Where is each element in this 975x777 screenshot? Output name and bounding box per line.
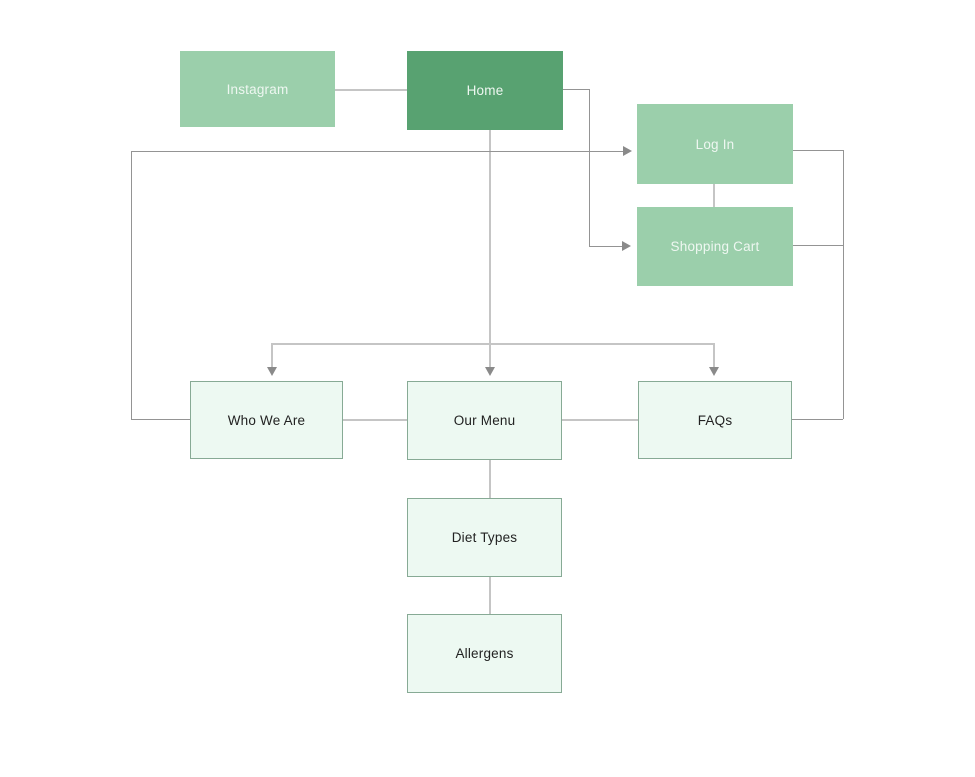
- arrowhead-faqs-icon: [709, 367, 719, 376]
- edge-diet-types-allergens: [489, 577, 491, 614]
- edge-instagram-home: [335, 89, 407, 91]
- node-allergens-label: Allergens: [455, 646, 514, 661]
- arrowhead-shopping-cart-icon: [622, 241, 631, 251]
- node-instagram[interactable]: Instagram: [180, 51, 335, 127]
- node-allergens[interactable]: Allergens: [407, 614, 562, 693]
- edge-faqs-right-stub: [792, 419, 843, 420]
- node-shopping-cart-label: Shopping Cart: [670, 239, 760, 254]
- edge-who-we-are-left-stub: [131, 419, 190, 420]
- node-who-we-are[interactable]: Who We Are: [190, 381, 343, 459]
- node-log-in-label: Log In: [695, 136, 735, 152]
- edge-right-rail: [843, 150, 844, 419]
- edge-log-in-right-stub: [792, 150, 843, 151]
- edge-our-menu-diet-types: [489, 460, 491, 498]
- node-log-in[interactable]: Log In: [637, 104, 793, 184]
- arrowhead-our-menu-icon: [485, 367, 495, 376]
- edge-to-shopping-cart: [589, 246, 622, 247]
- edge-who-we-are-our-menu: [343, 419, 407, 421]
- edge-log-in-shopping-cart: [713, 184, 715, 207]
- edge-home-right-stub: [563, 89, 589, 90]
- edge-branch-horizontal: [272, 343, 715, 345]
- node-faqs[interactable]: FAQs: [638, 381, 792, 459]
- node-shopping-cart[interactable]: Shopping Cart: [637, 207, 793, 286]
- arrowhead-log-in-icon: [623, 146, 632, 156]
- node-who-we-are-label: Who We Are: [227, 412, 306, 428]
- node-home[interactable]: Home: [407, 51, 563, 130]
- edge-to-log-in: [131, 151, 623, 152]
- edge-branch-to-who-we-are: [271, 343, 273, 367]
- edge-branch-to-faqs: [713, 343, 715, 367]
- edge-home-our-menu: [489, 130, 491, 367]
- edge-home-cart-rail: [589, 89, 590, 247]
- node-our-menu-label: Our Menu: [453, 413, 516, 428]
- node-diet-types[interactable]: Diet Types: [407, 498, 562, 577]
- node-home-label: Home: [466, 83, 504, 98]
- edge-left-rail: [131, 151, 132, 420]
- node-faqs-label: FAQs: [697, 412, 733, 428]
- edge-our-menu-faqs: [562, 419, 638, 421]
- node-diet-types-label: Diet Types: [451, 530, 518, 545]
- arrowhead-who-we-are-icon: [267, 367, 277, 376]
- node-our-menu[interactable]: Our Menu: [407, 381, 562, 460]
- edge-shopping-cart-right-stub: [792, 245, 843, 246]
- node-instagram-label: Instagram: [226, 81, 289, 97]
